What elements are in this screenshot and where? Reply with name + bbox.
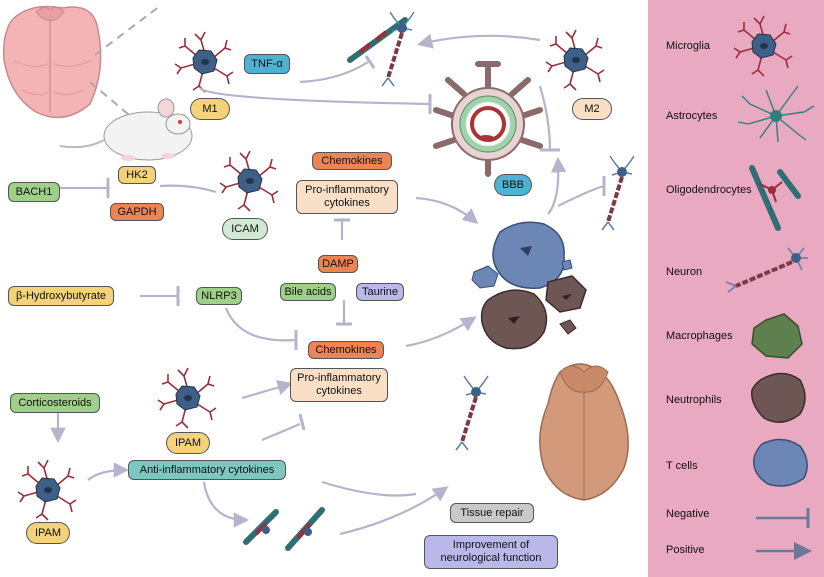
legend-oligodendrocyte-icon xyxy=(749,165,801,231)
m1-label: M1 xyxy=(190,98,230,120)
legend-tcell-icon xyxy=(753,438,808,487)
neuron-repaired-icon xyxy=(454,374,490,452)
legend-macrophage-icon xyxy=(751,313,803,359)
icam-label: ICAM xyxy=(222,218,268,240)
anti-inflammatory-cytokines-label: Anti-inflammatory cytokines xyxy=(128,460,286,480)
legend-astrocytes-label: Astrocytes xyxy=(666,110,718,122)
legend-tcells-label: T cells xyxy=(666,460,698,472)
proinflammatory-cytokines-top-label: Pro-inflammatory cytokines xyxy=(296,180,398,214)
legend-neutrophils-label: Neutrophils xyxy=(666,394,722,406)
chemokines-mid-label: Chemokines xyxy=(308,341,384,359)
mouse-brain-pink-illustration xyxy=(2,5,102,119)
legend-negative-icon xyxy=(756,508,810,528)
proinflammatory-cytokines-mid-label: Pro-inflammatory cytokines xyxy=(290,368,388,402)
microglia-icam-icon xyxy=(219,150,279,212)
legend-macrophages-label: Macrophages xyxy=(666,330,733,342)
legend-microglia-icon xyxy=(733,15,793,77)
legend-neuron-label: Neuron xyxy=(666,266,703,278)
neutrophil-large-icon xyxy=(480,289,548,350)
nlrp3-label: NLRP3 xyxy=(196,287,242,305)
bach1-label: BACH1 xyxy=(8,182,60,202)
corticosteroids-label: Corticosteroids xyxy=(10,393,100,413)
bile-acids-label: Bile acids xyxy=(280,283,336,301)
neutrophil-small-icon xyxy=(559,319,577,335)
mouse-illustration xyxy=(59,98,193,161)
legend-positive-icon xyxy=(756,542,812,560)
microglia-m1-icon xyxy=(174,31,234,93)
legend-astrocyte-icon xyxy=(737,85,815,143)
legend-positive-label: Positive xyxy=(666,544,705,556)
legend-oligodendrocytes-label: Oligodendrocytes xyxy=(666,184,752,196)
tnf-alpha-label: TNF-α xyxy=(244,54,290,74)
tissue-repair-label: Tissue repair xyxy=(450,503,534,523)
bbb-label: BBB xyxy=(494,174,532,196)
t-cell-small-icon xyxy=(471,259,573,289)
microglia-ipam-mid-icon xyxy=(157,367,217,429)
damaged-oligodendrocyte-icon xyxy=(347,10,416,88)
oligodendrocytes-repair-icon xyxy=(243,507,325,551)
connectors xyxy=(50,33,606,536)
beta-hydroxybutyrate-label: β-Hydroxybutyrate xyxy=(8,286,114,306)
legend-neuron-icon xyxy=(725,247,808,293)
taurine-label: Taurine xyxy=(356,283,404,301)
zoom-dashed-line-upper xyxy=(94,5,161,56)
legend-microglia-label: Microglia xyxy=(666,40,711,52)
neuron-right-icon xyxy=(600,154,636,232)
ipam-mid-label: IPAM xyxy=(166,432,210,454)
zoom-dashed-line-lower xyxy=(89,81,136,121)
t-cell-large-icon xyxy=(492,221,565,289)
legend-icons xyxy=(725,15,815,560)
m2-label: M2 xyxy=(572,98,612,120)
microglia-m2-icon xyxy=(545,29,605,91)
neutrophil-medium-icon xyxy=(545,275,587,313)
microglia-ipam-low-icon xyxy=(17,459,77,521)
ipam-low-label: IPAM xyxy=(26,522,70,544)
gapdh-label: GAPDH xyxy=(110,203,164,221)
legend-neutrophil-icon xyxy=(751,372,806,423)
blood-brain-barrier-vessel-icon xyxy=(433,61,543,177)
damp-label: DAMP xyxy=(318,255,358,273)
legend-negative-label: Negative xyxy=(666,508,710,520)
brain-brown-illustration xyxy=(539,363,629,501)
neurological-function-label: Improvement of neurological function xyxy=(424,535,558,569)
hk2-label: HK2 xyxy=(118,166,156,184)
chemokines-top-label: Chemokines xyxy=(312,152,392,170)
